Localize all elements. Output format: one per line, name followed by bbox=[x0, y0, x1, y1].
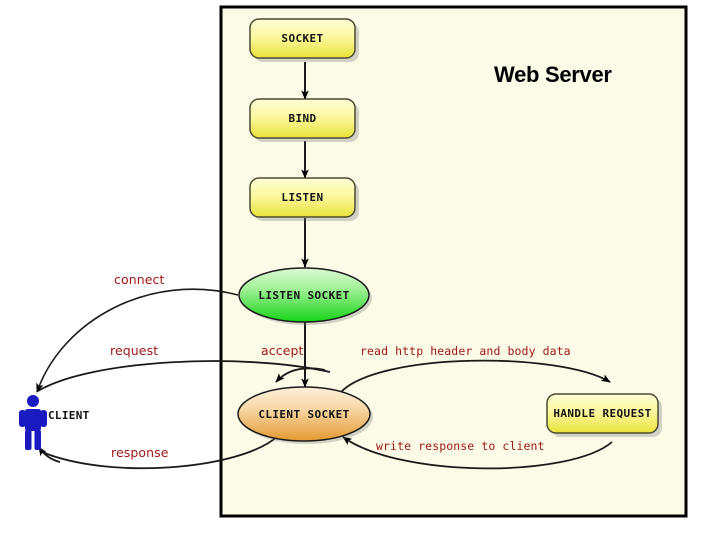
edge-label-accept: accept bbox=[261, 343, 304, 358]
page-title: Web Server bbox=[494, 62, 612, 87]
node-socket[interactable] bbox=[249, 18, 356, 59]
edge-label-write: write response to client bbox=[376, 439, 545, 453]
edge-label-connect: connect bbox=[114, 272, 165, 287]
edge-label-read: read http header and body data bbox=[360, 344, 571, 358]
edge-request bbox=[37, 360, 331, 392]
node-handle-request[interactable] bbox=[546, 393, 659, 434]
node-listen-socket[interactable] bbox=[238, 267, 370, 323]
edge-read-request bbox=[340, 359, 611, 393]
edge-label-response: response bbox=[111, 445, 169, 460]
edge-write-response bbox=[342, 436, 613, 470]
edge-connect bbox=[36, 288, 239, 393]
node-listen[interactable] bbox=[249, 177, 356, 218]
node-bind[interactable] bbox=[249, 98, 356, 139]
person-icon bbox=[19, 395, 47, 450]
actor-label: CLIENT bbox=[48, 409, 90, 422]
edge-label-request: request bbox=[110, 343, 159, 358]
node-client-socket[interactable] bbox=[237, 386, 371, 442]
